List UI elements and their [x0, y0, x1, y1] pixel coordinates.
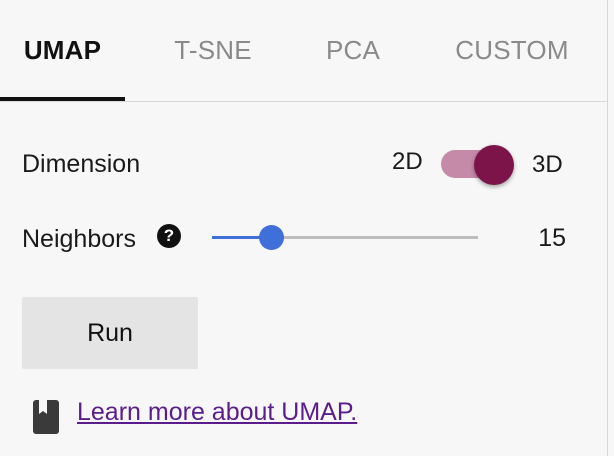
tab-umap[interactable]: UMAP	[23, 34, 102, 65]
learn-more-link[interactable]: Learn more about UMAP.	[77, 398, 358, 426]
dimension-2d-label: 2D	[392, 148, 423, 175]
neighbors-slider[interactable]	[212, 225, 478, 250]
neighbors-slider-fill	[212, 236, 271, 239]
help-icon[interactable]: ?	[157, 224, 181, 248]
projection-tabs: UMAP T-SNE PCA CUSTOM	[0, 0, 607, 102]
book-icon	[33, 400, 59, 434]
tab-tsne[interactable]: T-SNE	[174, 34, 252, 65]
dimension-3d-label: 3D	[532, 151, 563, 178]
panel-right-border	[607, 0, 608, 456]
dimension-label: Dimension	[22, 150, 141, 178]
run-button[interactable]: Run	[22, 297, 198, 369]
dimension-toggle-thumb[interactable]	[474, 145, 514, 185]
neighbors-value: 15	[538, 224, 566, 252]
tab-pca[interactable]: PCA	[325, 34, 381, 65]
neighbors-slider-thumb[interactable]	[258, 225, 284, 250]
active-tab-indicator	[0, 97, 125, 101]
tab-custom[interactable]: CUSTOM	[455, 34, 569, 65]
neighbors-label: Neighbors	[22, 225, 136, 253]
